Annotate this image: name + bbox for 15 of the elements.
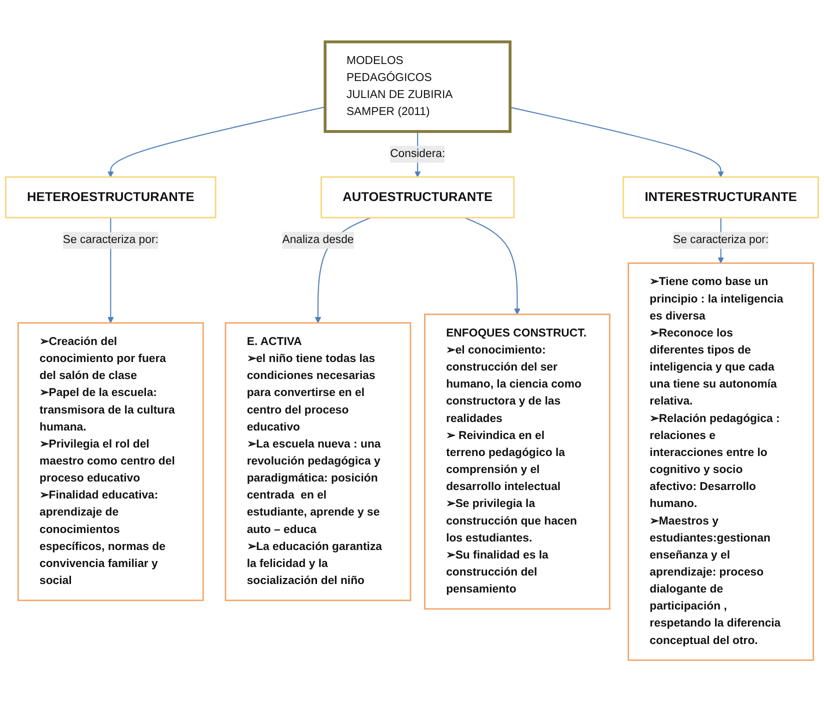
node-box: E. ACTIVA ➢el niño tiene todas las condiciones necesarias para convertirse en el centro del proceso educativo ➢La escuela nueva : una revolución pedagógica y paradigmática: posición centrada en el estudiante, aprende y se auto – educa ➢La educación garantiza la felicidad y la socialización del niño xyxy=(224,322,412,602)
node-box: INTERESTRUCTURANTE xyxy=(622,176,820,218)
edge-label: Se caracteriza por: xyxy=(62,234,158,246)
edge-label: Considera: xyxy=(390,148,446,160)
node-box: ➢Creación del conocimiento por fuera del salón de clase ➢Papel de la escuela: transmisora de la cultura humana. ➢Privilegia el rol del maestro como centro del proceso educativo ➢Finalidad educativa: aprendizaje de conocimientos específicos, normas de convivencia familiar y social xyxy=(17,322,204,602)
node-box: ENFOQUES CONSTRUCT. ➢el conocimiento: construcción del ser humano, la ciencia como constructora y de las realidades ➢ Reivindica en el terreno pedagógico la comprensión y el desarrollo intelectual ➢Se privilegia la construcción que hacen los estudiantes. ➢Su finalidad es la construcción del pensamiento xyxy=(424,314,610,610)
edge-label: Se caracteriza por: xyxy=(673,234,769,246)
arrow xyxy=(108,106,326,178)
arrow xyxy=(464,217,520,315)
node-box: HETEROESTRUCTURANTE xyxy=(4,176,216,218)
node-box: AUTOESTRUCTURANTE xyxy=(320,176,515,218)
arrow xyxy=(510,106,724,178)
node-box: ➢Tiene como base un principio : la inteligencia es diversa ➢Reconoce los diferentes tipos de inteligencia y que cada una tiene su autonomía relativa. ➢Relación pedagógica : relaciones e interacciones entre lo cognitivo y socio afectivo: Desarrollo humano. ➢Maestros y estudiantes:gestionan enseñanza y el aprendizaje: proceso dialogante de participación , respetando la diferencia conceptual del otro. xyxy=(628,262,814,661)
node-box: MODELOS PEDAGÓGICOS JULIAN DE ZUBIRIA SAMPER (2011) xyxy=(324,40,512,133)
edge-label: Analiza desde xyxy=(282,234,354,246)
